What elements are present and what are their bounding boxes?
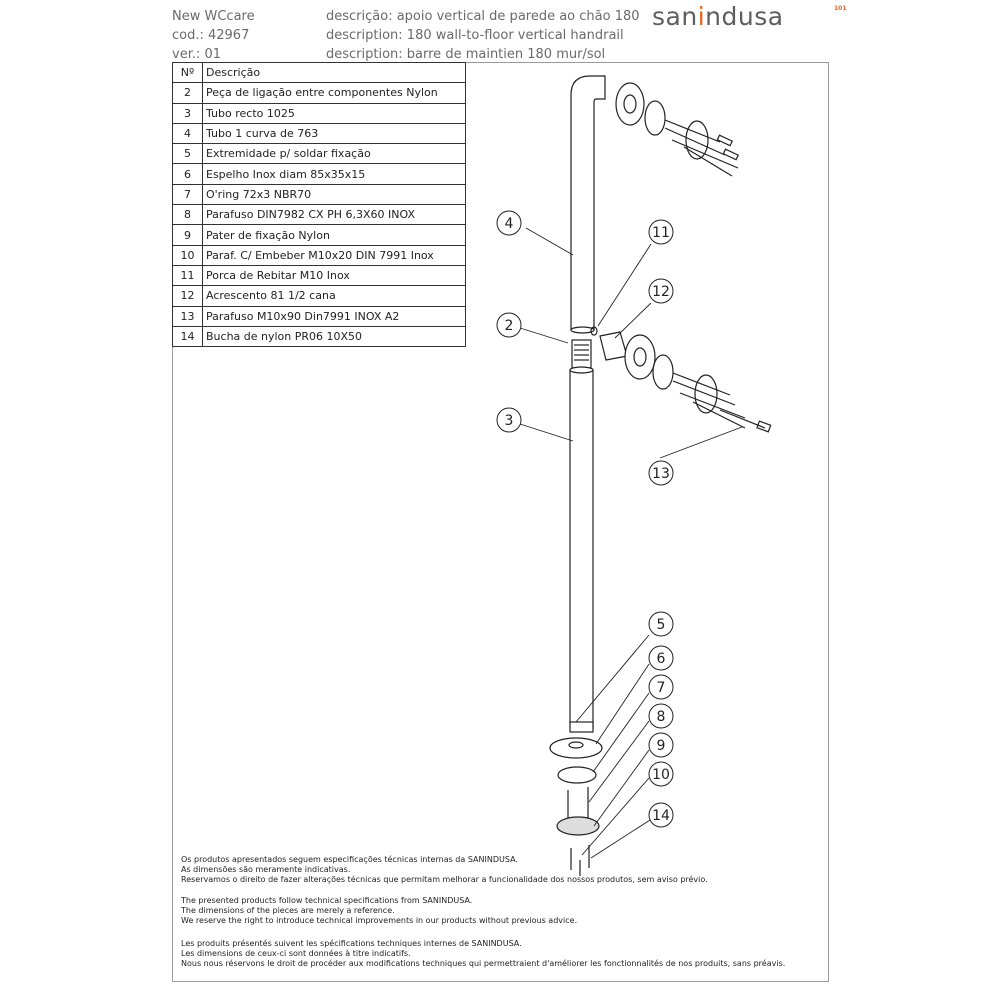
callout-label: 13 — [652, 466, 670, 482]
header-number: Nº — [172, 61, 203, 84]
disclaimer-en: The presented products follow technical … — [181, 896, 577, 927]
header-descriptions: descrição: apoio vertical de parede ao c… — [326, 7, 640, 64]
callout-13: 13 — [648, 460, 674, 486]
disclaimer-line: The presented products follow technical … — [181, 896, 473, 905]
callout-12: 12 — [648, 278, 674, 304]
table-header-row: Nº Descrição — [172, 61, 466, 84]
product-version: ver.: 01 — [172, 47, 222, 62]
callout-label: 14 — [652, 808, 670, 824]
callout-5: 5 — [648, 611, 674, 637]
callout-label: 12 — [652, 284, 670, 300]
sanindusa-logo: sanindusa — [652, 2, 784, 31]
part-description: Bucha de nylon PR06 10X50 — [202, 325, 466, 348]
disclaimer-line: Nous nous réservons le droit de procéder… — [181, 959, 786, 969]
disclaimer-pt: Os produtos apresentados seguem especifi… — [181, 855, 708, 886]
callout-label: 2 — [505, 318, 514, 334]
callout-10: 10 — [648, 761, 674, 787]
callout-label: 3 — [505, 413, 514, 429]
callout-label: 5 — [657, 617, 666, 633]
disclaimer-line: Reservamos o direito de fazer alterações… — [181, 875, 708, 885]
part-description: Paraf. C/ Embeber M10x20 DIN 7991 Inox — [202, 244, 466, 266]
callout-9: 9 — [648, 732, 674, 758]
callout-3: 3 — [496, 407, 522, 433]
product-code: cod.: 42967 — [172, 28, 250, 43]
disclaimer-line: Les dimensions de ceux-ci sont données à… — [181, 949, 411, 959]
callout-label: 6 — [657, 651, 666, 667]
callout-14: 14 — [648, 802, 674, 828]
disclaimer-line: Les produits présentés suivent les spéci… — [181, 939, 522, 948]
middle-rosette — [624, 334, 656, 380]
callout-11: 11 — [648, 219, 674, 245]
callout-label: 7 — [657, 680, 666, 696]
disclaimer-line: As dimensões são meramente indicativas. — [181, 865, 351, 875]
part-description: Peça de ligação entre componentes Nylon — [202, 82, 466, 104]
top-rosette — [615, 82, 645, 126]
callout-2: 2 — [496, 312, 522, 338]
callout-label: 11 — [652, 225, 670, 241]
callout-label: 8 — [657, 709, 666, 725]
floor-fixing-plate — [556, 816, 600, 836]
disclaimer-line: Os produtos apresentados seguem especifi… — [181, 855, 518, 864]
connector-part — [571, 339, 592, 369]
header-product-info: New WCcare cod.: 42967 ver.: 01 — [172, 7, 255, 64]
callout-7: 7 — [648, 674, 674, 700]
part-description: Parafuso DIN7982 CX PH 6,3X60 INOX — [202, 204, 466, 226]
callout-8: 8 — [648, 703, 674, 729]
callout-label: 10 — [652, 767, 670, 783]
disclaimer-fr: Les produits présentés suivent les spéci… — [181, 939, 785, 970]
straight-tube — [569, 369, 594, 729]
logo-badge: 101 — [834, 5, 847, 12]
drawing-frame — [172, 62, 829, 982]
logo-text-accent: i — [697, 2, 706, 31]
callout-4: 4 — [496, 210, 522, 236]
description-fr: description: barre de maintien 180 mur/s… — [326, 47, 606, 62]
disclaimer-line: The dimensions of the pieces are merely … — [181, 906, 395, 916]
description-en: description: 180 wall-to-floor vertical … — [326, 28, 624, 43]
callout-label: 9 — [657, 738, 666, 754]
part-description: Acrescento 81 1/2 cana — [202, 285, 466, 307]
disclaimer-line: We reserve the right to introduce techni… — [181, 916, 578, 926]
callout-label: 4 — [505, 216, 514, 232]
bent-tube — [570, 75, 606, 331]
description-pt: descrição: apoio vertical de parede ao c… — [326, 9, 640, 24]
logo-text-c: ndusa — [705, 2, 784, 31]
logo-text-a: san — [652, 2, 698, 31]
callout-6: 6 — [648, 645, 674, 671]
product-name: New WCcare — [172, 9, 255, 24]
